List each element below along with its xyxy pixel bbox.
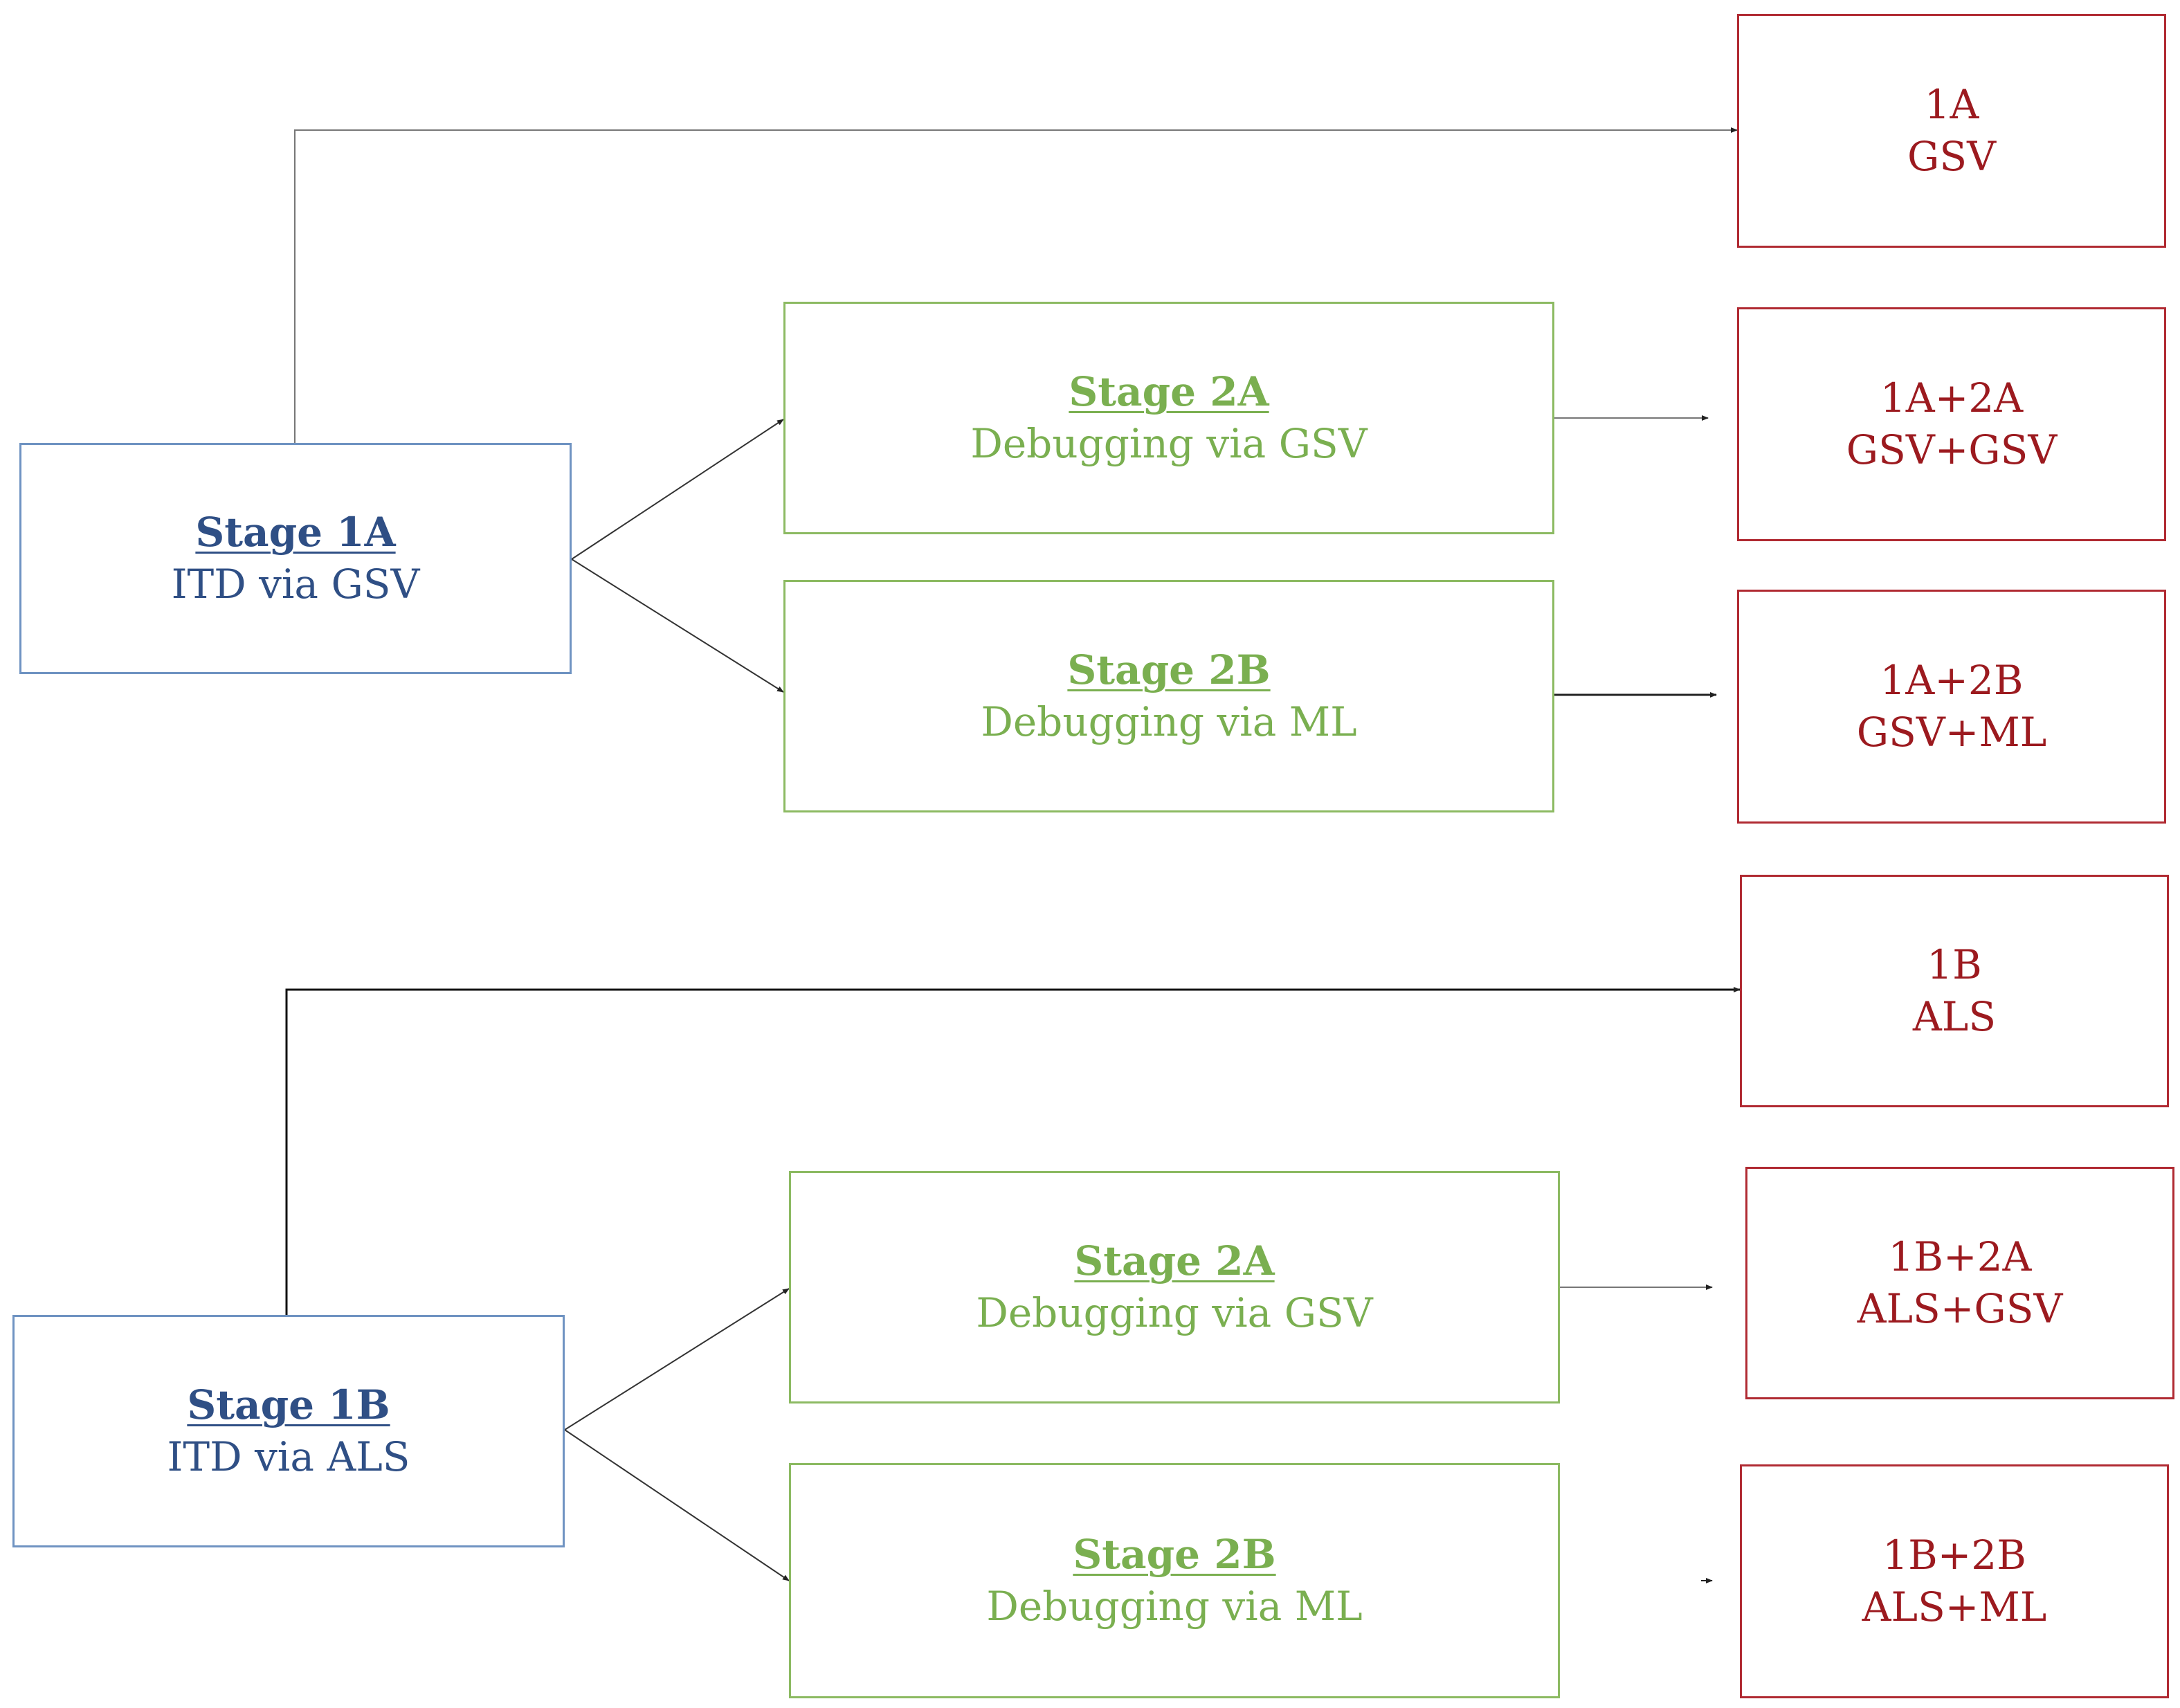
stage-1a-box: Stage 1A ITD via GSV	[19, 443, 572, 674]
stage-2a-title-bottom: Stage 2A	[1074, 1237, 1275, 1284]
stage-2a-title-top: Stage 2A	[1069, 367, 1269, 415]
result-1b2a-box: 1B+2A ALS+GSV	[1745, 1167, 2174, 1399]
result-1a2a-box: 1A+2A GSV+GSV	[1737, 307, 2166, 541]
stage-1a-title: Stage 1A	[195, 508, 396, 556]
stage-2b-subtitle-top: Debugging via ML	[981, 698, 1357, 745]
result-1a-box: 1A GSV	[1737, 14, 2166, 248]
stage-2a-subtitle-bottom: Debugging via GSV	[976, 1289, 1373, 1336]
result-1a-method: GSV	[1907, 133, 1996, 180]
stage-2b-box-bottom: Stage 2B Debugging via ML	[789, 1463, 1560, 1698]
connector-1a-to-result-1a	[294, 127, 1738, 443]
result-1b2a-code: 1B+2A	[1888, 1233, 2032, 1280]
stage-2a-box-top: Stage 2A Debugging via GSV	[783, 302, 1554, 534]
stage-2b-title-top: Stage 2B	[1067, 646, 1271, 693]
stage-2a-subtitle-top: Debugging via GSV	[970, 420, 1368, 467]
result-1a2b-box: 1A+2B GSV+ML	[1737, 590, 2166, 824]
stage-2b-subtitle-bottom: Debugging via ML	[986, 1583, 1363, 1630]
stage-2b-box-top: Stage 2B Debugging via ML	[783, 580, 1554, 812]
result-1a-code: 1A	[1924, 80, 1979, 128]
result-1b-code: 1B	[1927, 941, 1982, 988]
stage-2a-box-bottom: Stage 2A Debugging via GSV	[789, 1171, 1560, 1403]
connector-1a-to-stage-2b	[571, 558, 784, 693]
stage-1a-subtitle: ITD via GSV	[171, 561, 420, 608]
result-1b-box: 1B ALS	[1740, 875, 2169, 1107]
connector-1a-to-stage-2a	[571, 419, 784, 560]
result-1a2a-method: GSV+GSV	[1846, 426, 2058, 473]
result-1b2b-box: 1B+2B ALS+ML	[1740, 1464, 2169, 1698]
result-1a2b-code: 1A+2B	[1880, 656, 2024, 704]
result-1b2a-method: ALS+GSV	[1857, 1285, 2063, 1332]
result-1a2b-method: GSV+ML	[1856, 709, 2047, 756]
connector-1b-to-stage-2b	[564, 1429, 790, 1581]
stage-1b-box: Stage 1B ITD via ALS	[12, 1315, 565, 1547]
stage-2b-title-bottom: Stage 2B	[1073, 1530, 1276, 1578]
stage-1b-title: Stage 1B	[187, 1381, 390, 1428]
result-1b-method: ALS	[1912, 993, 1997, 1040]
connector-1b-to-stage-2a	[564, 1288, 790, 1430]
result-1a2a-code: 1A+2A	[1880, 374, 2024, 421]
result-1b2b-method: ALS+ML	[1862, 1583, 2047, 1630]
stage-1b-subtitle: ITD via ALS	[167, 1433, 410, 1480]
result-1b2b-code: 1B+2B	[1882, 1531, 2026, 1579]
connector-1b-to-result-1b	[285, 987, 1741, 1315]
